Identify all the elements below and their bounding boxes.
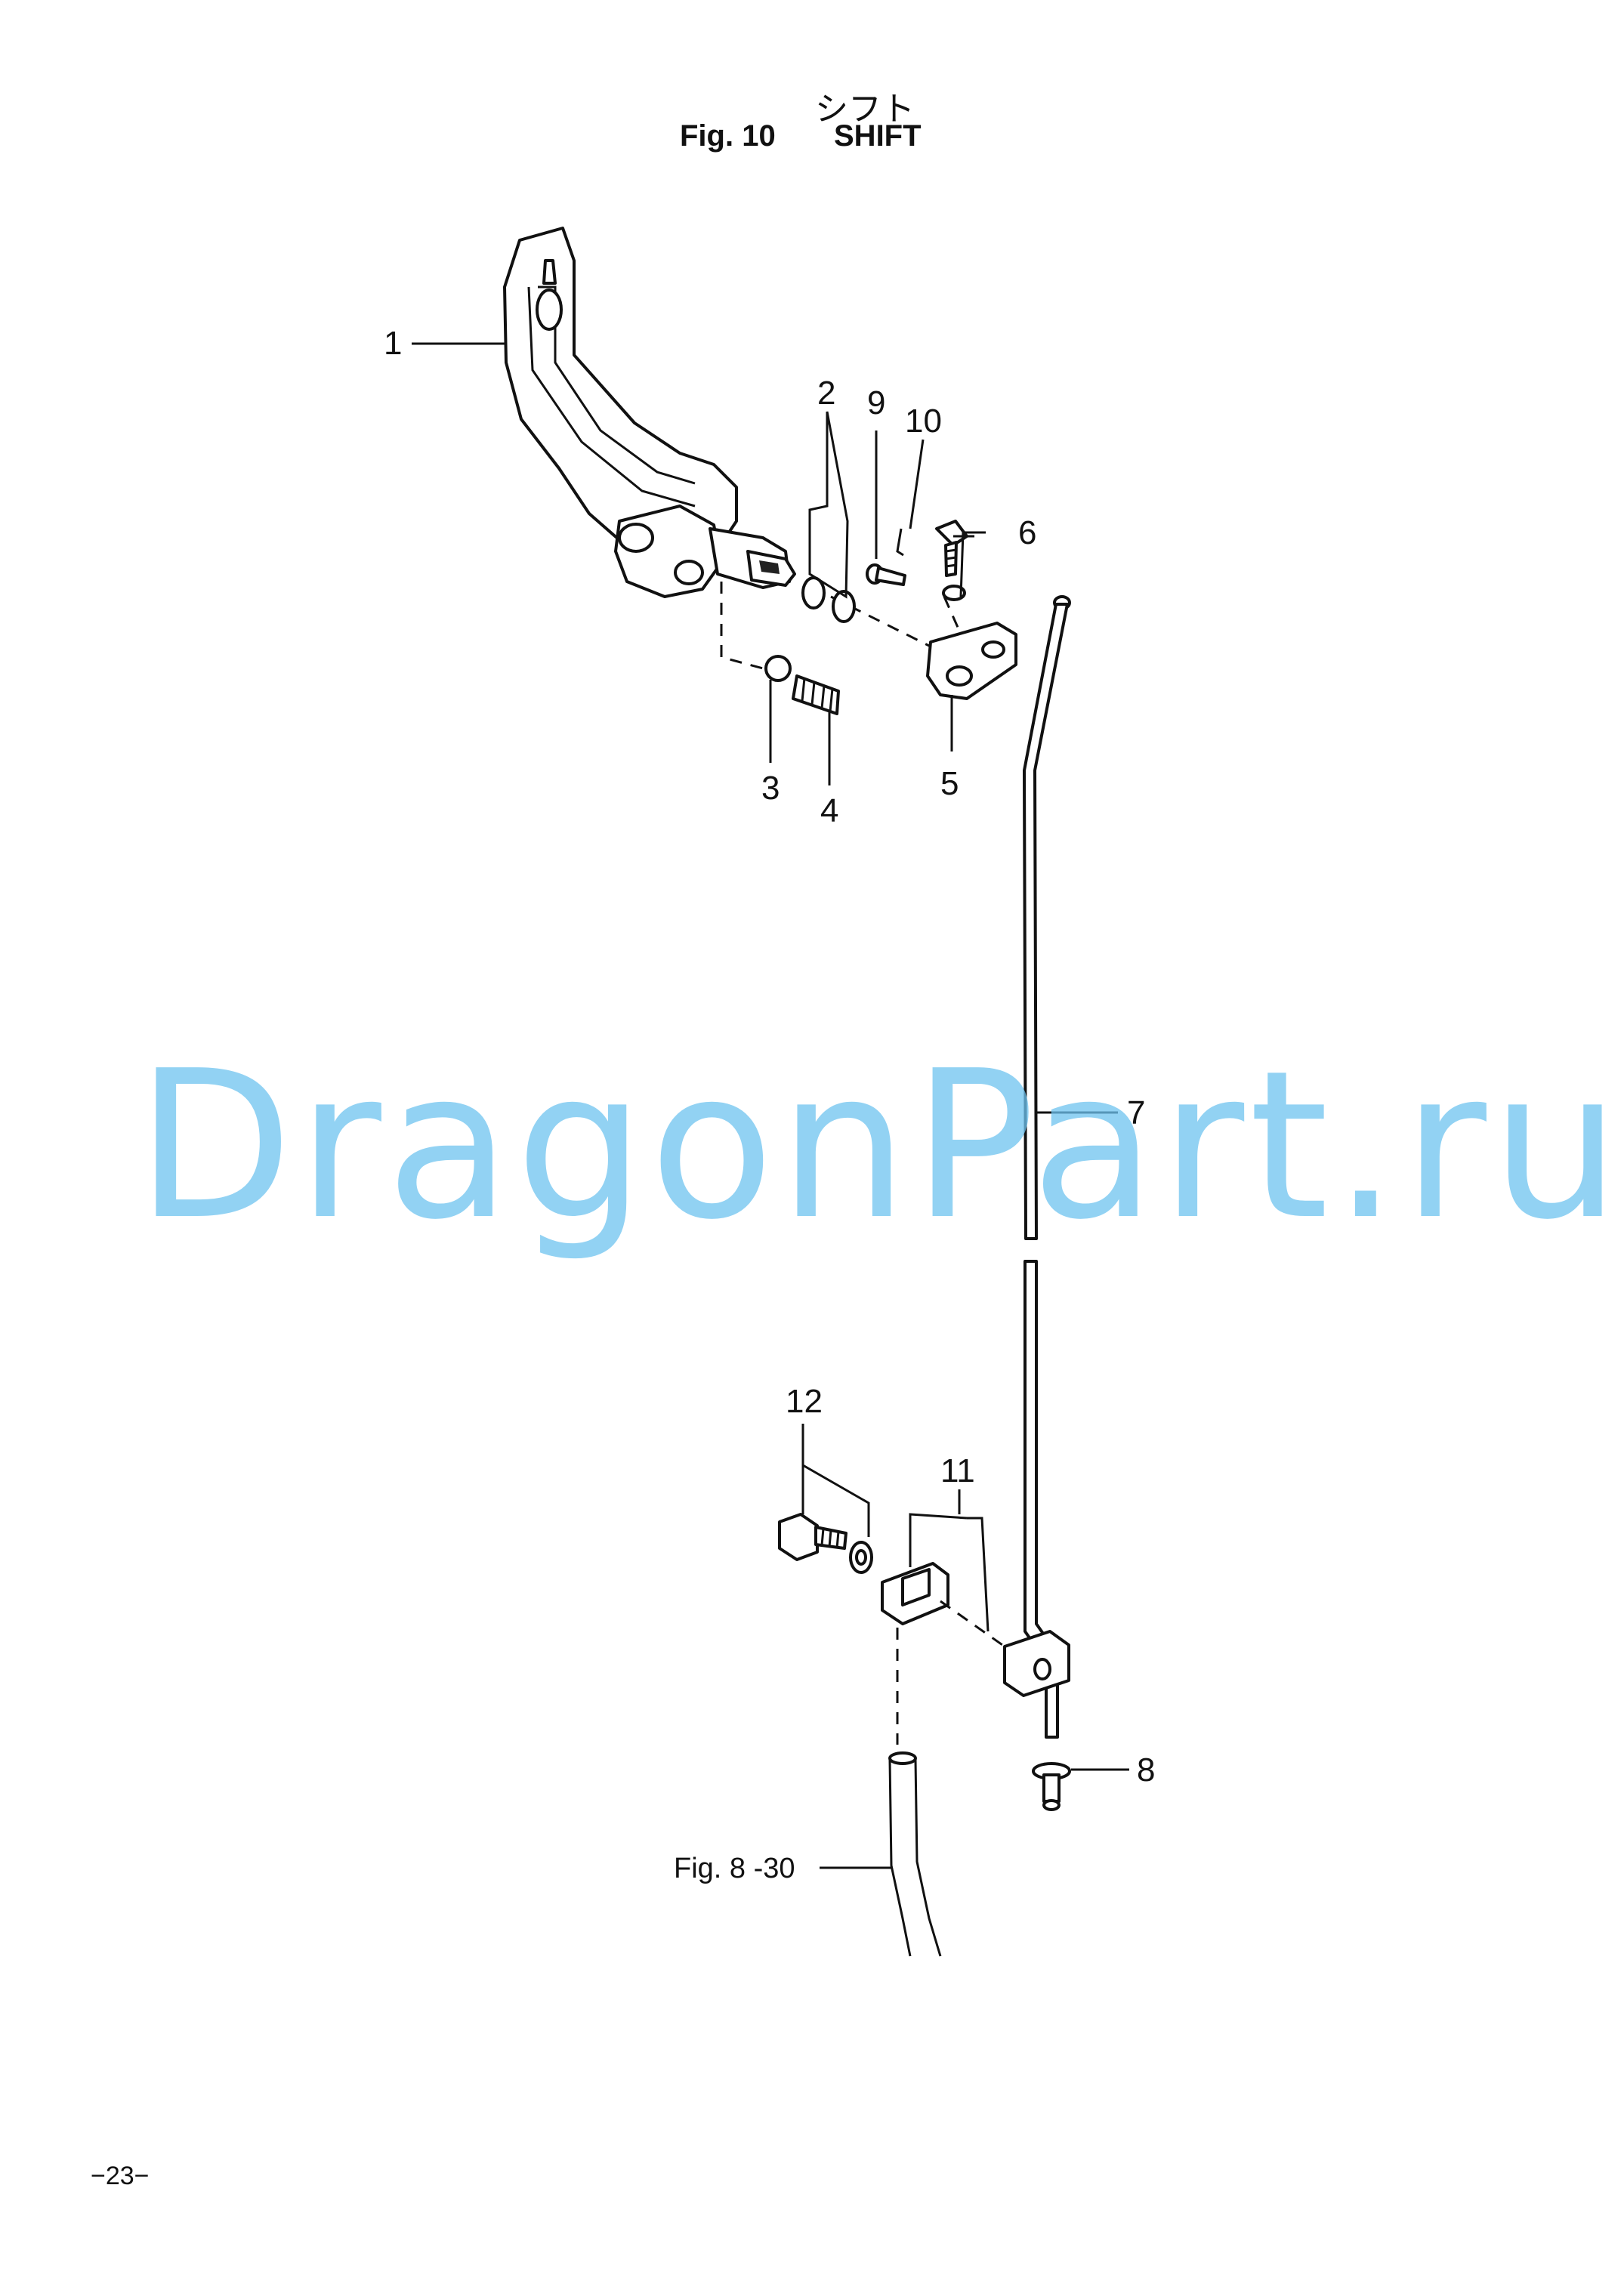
assembly-guide-line <box>720 582 764 670</box>
callout-11: 11 <box>940 1452 975 1489</box>
bolt-part <box>935 520 968 601</box>
watermark-logo: DragonPart.ru <box>136 1026 1624 1264</box>
shift-rod-part <box>1023 595 1071 1240</box>
callout-6: 6 <box>1018 514 1036 551</box>
callout-8: 8 <box>1137 1751 1155 1788</box>
assembly-guide-line <box>943 596 961 631</box>
callout-1: 1 <box>384 325 402 362</box>
callout-7: 7 <box>1127 1094 1145 1131</box>
callout-5: 5 <box>940 765 959 802</box>
callout-10: 10 <box>905 403 942 440</box>
callout-12: 12 <box>786 1383 823 1420</box>
reference-rod-part <box>888 1751 942 1957</box>
detent-spring-part <box>792 674 840 715</box>
lower-bolt-part <box>778 1513 873 1574</box>
o-ring-part <box>801 576 856 623</box>
figure-number: Fig. 10 <box>680 119 776 153</box>
rod-clip-part <box>1032 1762 1071 1811</box>
rod-connector-part <box>881 1562 1070 1697</box>
page-number: −23− <box>91 2162 150 2190</box>
shift-arm-part <box>926 622 1017 700</box>
figure-title: SHIFT <box>834 119 922 153</box>
figure-title-japanese: シフト <box>815 90 915 128</box>
callout-9: 9 <box>867 384 885 421</box>
cotter-pin-part <box>896 528 904 557</box>
callout-2: 2 <box>817 375 835 412</box>
detent-ball-part <box>764 655 792 682</box>
pin-part <box>866 563 906 586</box>
callout-3: 3 <box>761 770 780 807</box>
figure-reference-label: Fig. 8 -30 <box>674 1853 795 1884</box>
callout-4: 4 <box>820 792 838 829</box>
leader-lines <box>412 342 1129 1869</box>
shift-lever-part <box>503 227 796 598</box>
assembly-guide-line <box>940 1600 1005 1648</box>
